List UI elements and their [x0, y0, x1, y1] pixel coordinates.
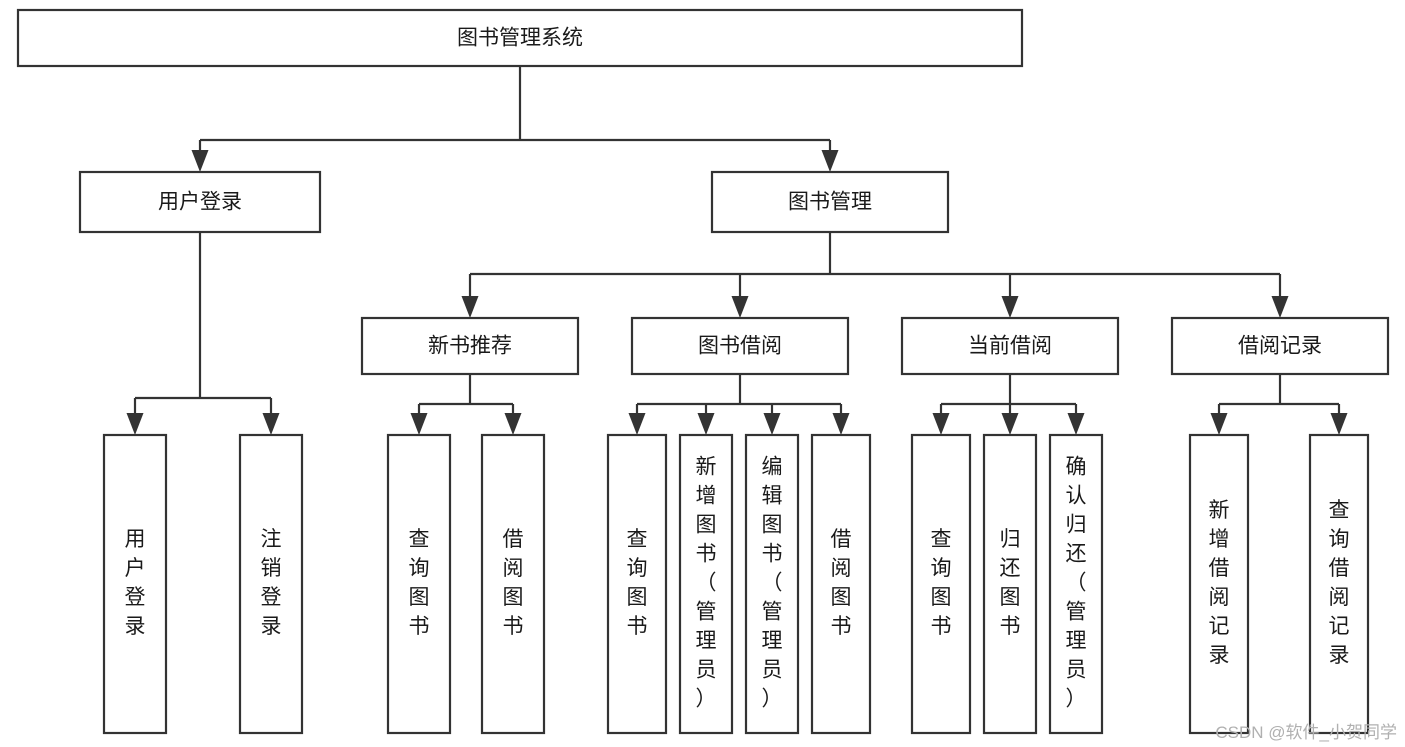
watermark-text: CSDN @软件_小贺同学 — [1215, 723, 1397, 742]
node-label: 借阅记录 — [1238, 335, 1322, 358]
node-bookmgmt[interactable]: 图书管理 — [710, 170, 950, 234]
node-leaf11[interactable]: 确认归还（管理员） — [1048, 433, 1104, 735]
node-box[interactable] — [810, 433, 872, 735]
node-leaf5[interactable]: 查询图书 — [606, 433, 668, 735]
node-box[interactable] — [360, 316, 580, 376]
node-leaf2[interactable]: 注销登录 — [238, 433, 304, 735]
connector-group — [1210, 374, 1348, 435]
node-label: 新增借阅记录 — [1209, 499, 1230, 667]
connector-group — [191, 66, 839, 172]
node-label: 用户登录 — [158, 191, 242, 214]
connector-group — [410, 374, 522, 435]
node-leaf7[interactable]: 编辑图书（管理员） — [744, 433, 800, 735]
node-leaf3[interactable]: 查询图书 — [386, 433, 452, 735]
node-box[interactable] — [480, 433, 546, 735]
node-label: 新书推荐 — [428, 335, 512, 358]
node-box[interactable] — [78, 170, 322, 234]
node-box[interactable] — [386, 433, 452, 735]
node-label: 借阅图书 — [831, 528, 852, 638]
node-box[interactable] — [910, 433, 972, 735]
node-box[interactable] — [1308, 433, 1370, 735]
node-label: 当前借阅 — [968, 335, 1052, 358]
node-label: 图书管理系统 — [457, 27, 583, 50]
node-label: 查询图书 — [931, 528, 952, 638]
node-leaf1[interactable]: 用户登录 — [102, 433, 168, 735]
node-label: 确认归还（管理员） — [1066, 456, 1087, 711]
node-records[interactable]: 借阅记录 — [1170, 316, 1390, 376]
connector-group — [628, 374, 850, 435]
node-borrow[interactable]: 图书借阅 — [630, 316, 850, 376]
node-box[interactable] — [630, 316, 850, 376]
node-label: 新增图书（管理员） — [696, 456, 717, 711]
node-label: 注销登录 — [261, 528, 282, 638]
node-box[interactable] — [1170, 316, 1390, 376]
node-label: 查询借阅记录 — [1329, 499, 1350, 667]
node-box[interactable] — [1188, 433, 1250, 735]
node-box[interactable] — [102, 433, 168, 735]
node-box[interactable] — [238, 433, 304, 735]
node-current[interactable]: 当前借阅 — [900, 316, 1120, 376]
node-box[interactable] — [1048, 433, 1104, 735]
connectors-layer — [126, 66, 1348, 435]
node-box[interactable] — [710, 170, 950, 234]
node-label: 编辑图书（管理员） — [762, 456, 783, 711]
node-label: 查询图书 — [409, 528, 430, 638]
node-leaf4[interactable]: 借阅图书 — [480, 433, 546, 735]
connector-group — [932, 374, 1085, 435]
node-leaf10[interactable]: 归还图书 — [982, 433, 1038, 735]
node-leaf13[interactable]: 查询借阅记录 — [1308, 433, 1370, 735]
node-label: 归还图书 — [1000, 528, 1021, 638]
node-box[interactable] — [606, 433, 668, 735]
node-label: 借阅图书 — [503, 528, 524, 638]
node-leaf12[interactable]: 新增借阅记录 — [1188, 433, 1250, 735]
nodes-layer: 图书管理系统用户登录图书管理新书推荐图书借阅当前借阅借阅记录用户登录注销登录查询… — [16, 8, 1390, 735]
node-leaf9[interactable]: 查询图书 — [910, 433, 972, 735]
node-label: 用户登录 — [125, 528, 146, 638]
node-label: 图书管理 — [788, 191, 872, 214]
node-login[interactable]: 用户登录 — [78, 170, 322, 234]
node-leaf6[interactable]: 新增图书（管理员） — [678, 433, 734, 735]
node-box[interactable] — [16, 8, 1024, 68]
node-box[interactable] — [982, 433, 1038, 735]
node-leaf8[interactable]: 借阅图书 — [810, 433, 872, 735]
node-box[interactable] — [744, 433, 800, 735]
connector-group — [126, 232, 280, 435]
node-box[interactable] — [900, 316, 1120, 376]
node-label: 查询图书 — [627, 528, 648, 638]
node-label: 图书借阅 — [698, 335, 782, 358]
node-box[interactable] — [678, 433, 734, 735]
node-newbook[interactable]: 新书推荐 — [360, 316, 580, 376]
connector-group — [461, 232, 1289, 318]
node-root[interactable]: 图书管理系统 — [16, 8, 1024, 68]
